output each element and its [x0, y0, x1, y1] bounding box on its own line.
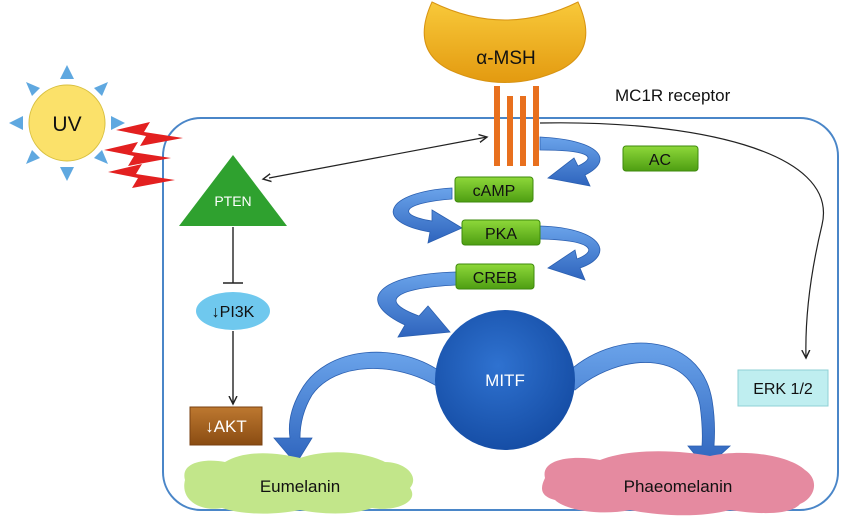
pi3k-node: ↓PI3K	[196, 292, 270, 330]
receptor-pten-interaction	[269, 137, 487, 178]
uv-radiation-icon	[104, 122, 183, 188]
creb-node: CREB	[455, 263, 535, 290]
uv-label: UV	[52, 113, 81, 136]
uv-sun-icon: UV	[9, 65, 125, 181]
eumelanin-label: Eumelanin	[260, 477, 340, 496]
ac-label: AC	[649, 152, 671, 169]
akt-label: ↓AKT	[205, 417, 247, 436]
mitf-label: MITF	[485, 371, 525, 390]
alpha-msh-label: α-MSH	[476, 48, 536, 69]
alpha-msh-ligand: α-MSH	[423, 1, 587, 83]
pka-label: PKA	[485, 226, 517, 243]
ac-node: AC	[622, 145, 699, 172]
camp-node: cAMP	[454, 176, 534, 203]
eumelanin-node: Eumelanin	[184, 452, 414, 514]
mitf-node: MITF	[435, 310, 575, 450]
pten-node: PTEN	[179, 155, 287, 226]
creb-label: CREB	[473, 270, 517, 287]
cascade-arrows	[273, 136, 732, 469]
mc1r-receptor	[494, 86, 539, 166]
erk-node: ERK 1/2	[737, 369, 829, 407]
pi3k-label: ↓PI3K	[212, 304, 255, 321]
mc1r-receptor-label: MC1R receptor	[615, 86, 731, 105]
pka-node: PKA	[461, 219, 541, 246]
erk-label: ERK 1/2	[753, 381, 813, 398]
camp-label: cAMP	[473, 183, 516, 200]
akt-node: ↓AKT	[189, 406, 263, 446]
phaeomelanin-label: Phaeomelanin	[624, 477, 733, 496]
cell-membrane	[162, 117, 839, 511]
phaeomelanin-node: Phaeomelanin	[542, 451, 815, 516]
pten-label: PTEN	[214, 193, 251, 209]
receptor-to-erk-arrow	[539, 122, 825, 358]
